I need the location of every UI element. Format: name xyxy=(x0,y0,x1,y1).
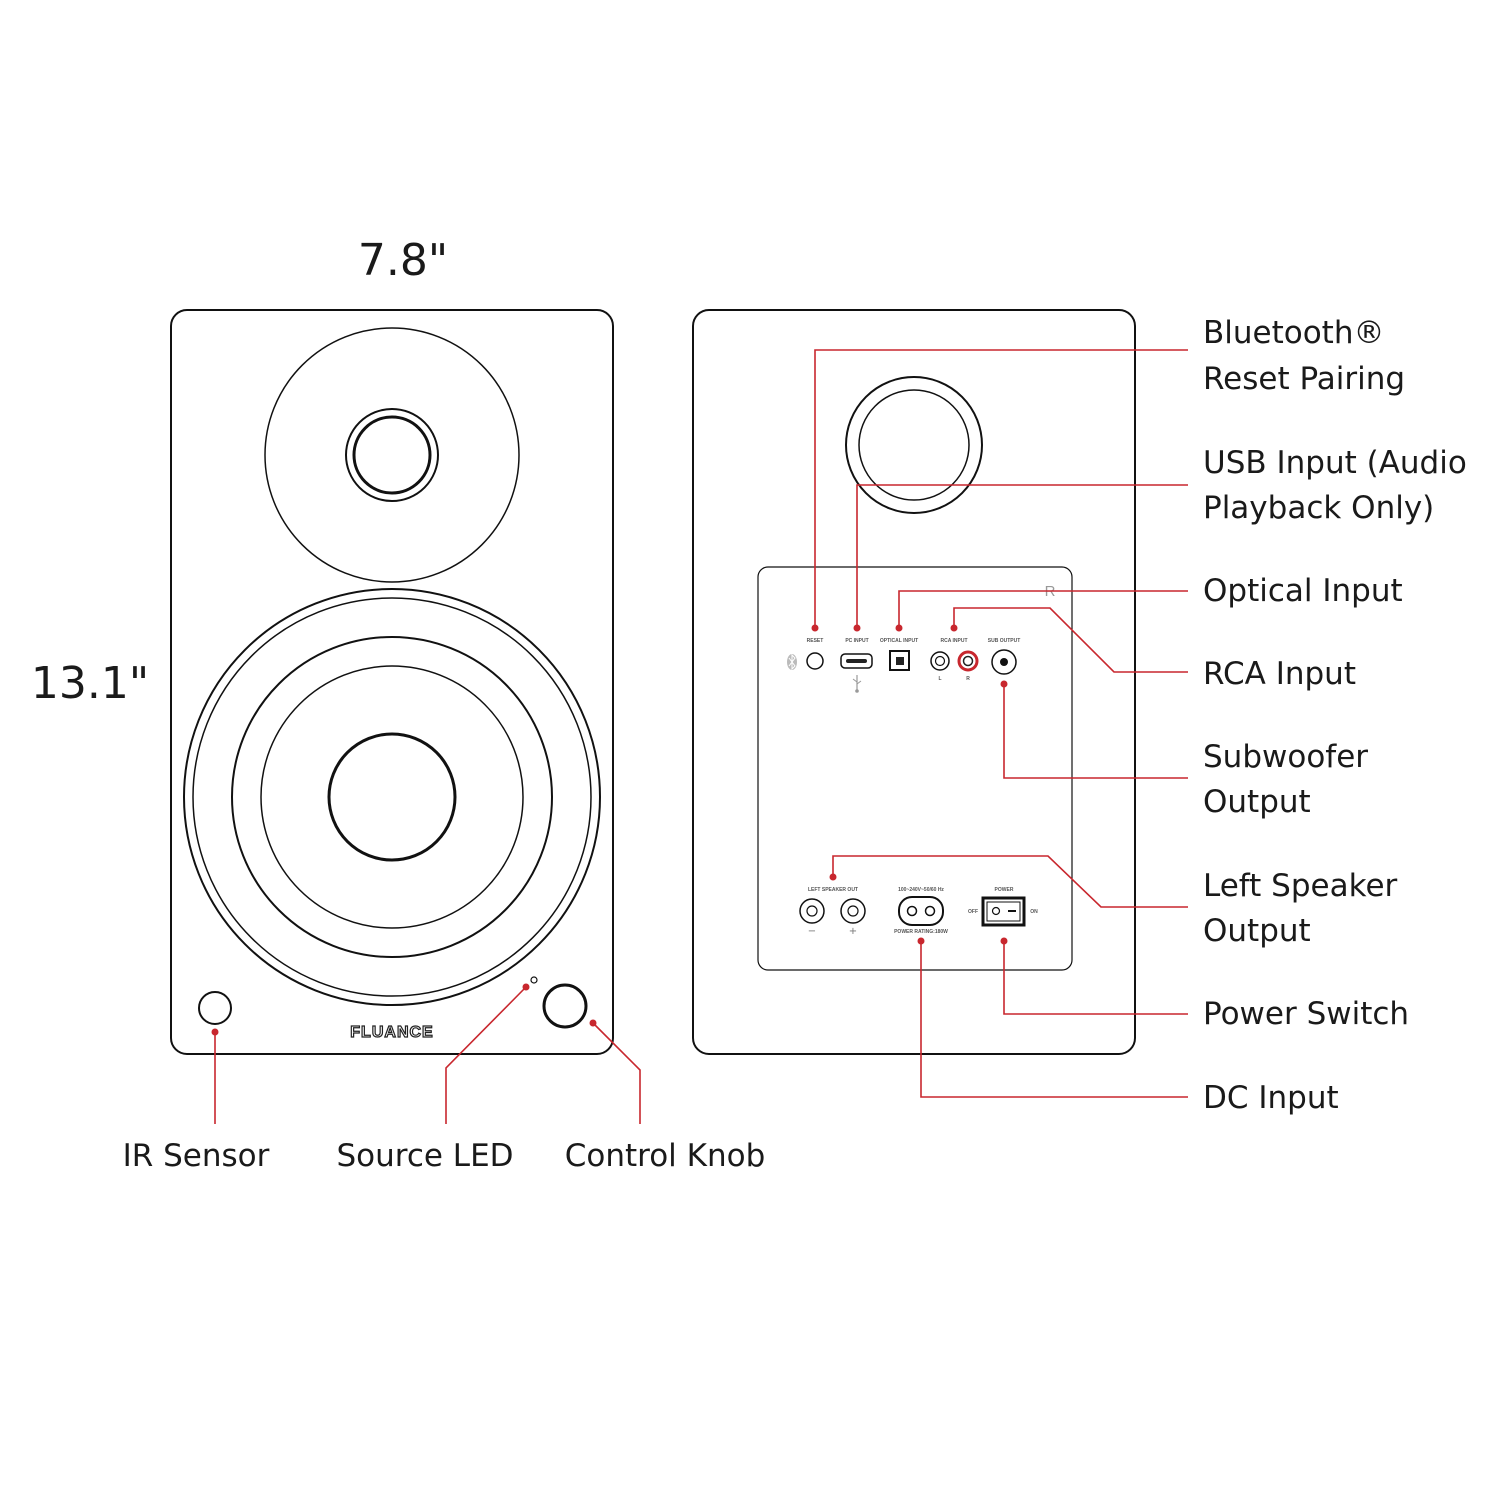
pc-input-label: PC INPUT xyxy=(845,638,868,644)
power-switch[interactable] xyxy=(981,896,1026,927)
woofer-frame xyxy=(183,588,601,1006)
back-panel xyxy=(757,566,1073,971)
rca-left-jack[interactable] xyxy=(930,651,950,671)
speaker-terminal-minus[interactable] xyxy=(799,898,825,924)
sub-output-label: SUB OUTPUT xyxy=(988,638,1021,644)
voltage-label: 100~240V~50/60 Hz xyxy=(898,887,944,893)
left-speaker-output-callout-line2: Output xyxy=(1203,913,1311,949)
rca-input-callout: RCA Input xyxy=(1203,656,1356,692)
front-speaker: FLUANCE xyxy=(170,309,614,1055)
rca-r-label: R xyxy=(966,676,970,682)
control-knob-callout: Control Knob xyxy=(565,1138,766,1174)
power-inlet-pin-left xyxy=(906,905,918,917)
rca-right-jack[interactable] xyxy=(957,650,979,672)
speaker-terminal-plus[interactable] xyxy=(840,898,866,924)
bluetooth-reset-callout-line2: Reset Pairing xyxy=(1203,361,1405,397)
reset-button[interactable] xyxy=(806,652,824,670)
bass-port-inner xyxy=(858,389,970,501)
minus-label: − xyxy=(808,926,816,937)
rca-right-center xyxy=(962,655,974,667)
dc-input-callout: DC Input xyxy=(1203,1080,1339,1116)
plus-label: + xyxy=(849,926,857,937)
usb-input-callout-line1: USB Input (Audio xyxy=(1203,445,1467,481)
power-rating-label: POWER RATING:180W xyxy=(894,929,948,935)
usb-port-slot xyxy=(846,659,867,663)
power-switch-callout: Power Switch xyxy=(1203,996,1409,1032)
on-label: ON xyxy=(1030,909,1038,915)
optical-input-label: OPTICAL INPUT xyxy=(880,638,918,644)
speaker-terminal-minus-center xyxy=(806,905,818,917)
power-switch-off-mark xyxy=(991,906,1001,916)
optical-port-core xyxy=(896,657,904,665)
ir-sensor-callout: IR Sensor xyxy=(123,1138,270,1174)
left-speaker-out-label: LEFT SPEAKER OUT xyxy=(808,887,858,893)
sub-output-center xyxy=(1000,658,1008,666)
usb-port[interactable] xyxy=(840,653,873,669)
source-led-callout: Source LED xyxy=(336,1138,513,1174)
power-switch-rocker xyxy=(986,901,1021,922)
woofer-surround xyxy=(231,636,553,958)
front-cabinet xyxy=(170,309,614,1055)
tweeter-plate xyxy=(264,327,520,583)
woofer-dust-cap xyxy=(327,732,457,862)
rca-l-label: L xyxy=(938,676,941,682)
woofer-frame-inner xyxy=(192,597,592,997)
bluetooth-reset-callout-line1: Bluetooth® xyxy=(1203,315,1385,351)
off-label: OFF xyxy=(968,909,978,915)
sub-output-jack[interactable] xyxy=(991,649,1017,675)
bass-port-outer xyxy=(845,376,983,514)
usb-input-callout-line2: Playback Only) xyxy=(1203,490,1434,526)
front-callout-leaders xyxy=(211,983,641,1124)
width-dimension: 7.8" xyxy=(358,235,448,286)
control-knob[interactable] xyxy=(542,983,588,1029)
height-dimension: 13.1" xyxy=(31,658,149,709)
subwoofer-output-callout-line1: Subwoofer xyxy=(1203,739,1368,775)
back-callout-leaders xyxy=(811,349,1188,1098)
power-label: POWER xyxy=(995,887,1014,893)
back-cabinet xyxy=(692,309,1136,1055)
woofer-cone xyxy=(260,665,524,929)
reset-label: RESET xyxy=(807,638,824,644)
speaker-terminal-plus-center xyxy=(847,905,859,917)
tweeter-dome xyxy=(352,415,432,495)
tweeter-ring xyxy=(345,408,439,502)
back-speaker: R RESET PC INPUT OPTICAL INPUT RCA INPUT… xyxy=(692,309,1136,1055)
rca-input-label: RCA INPUT xyxy=(940,638,967,644)
bluetooth-icon xyxy=(787,653,797,671)
optical-port[interactable] xyxy=(889,650,910,671)
usb-icon xyxy=(852,675,862,693)
optical-input-callout: Optical Input xyxy=(1203,573,1403,609)
ir-sensor xyxy=(198,991,232,1025)
left-speaker-output-callout-line1: Left Speaker xyxy=(1203,868,1398,904)
power-inlet-pin-right xyxy=(924,905,936,917)
source-led xyxy=(530,976,538,984)
rca-left-center xyxy=(934,655,946,667)
brand-logo: FLUANCE xyxy=(350,1024,433,1041)
power-inlet[interactable] xyxy=(898,896,944,926)
subwoofer-output-callout-line2: Output xyxy=(1203,784,1311,820)
